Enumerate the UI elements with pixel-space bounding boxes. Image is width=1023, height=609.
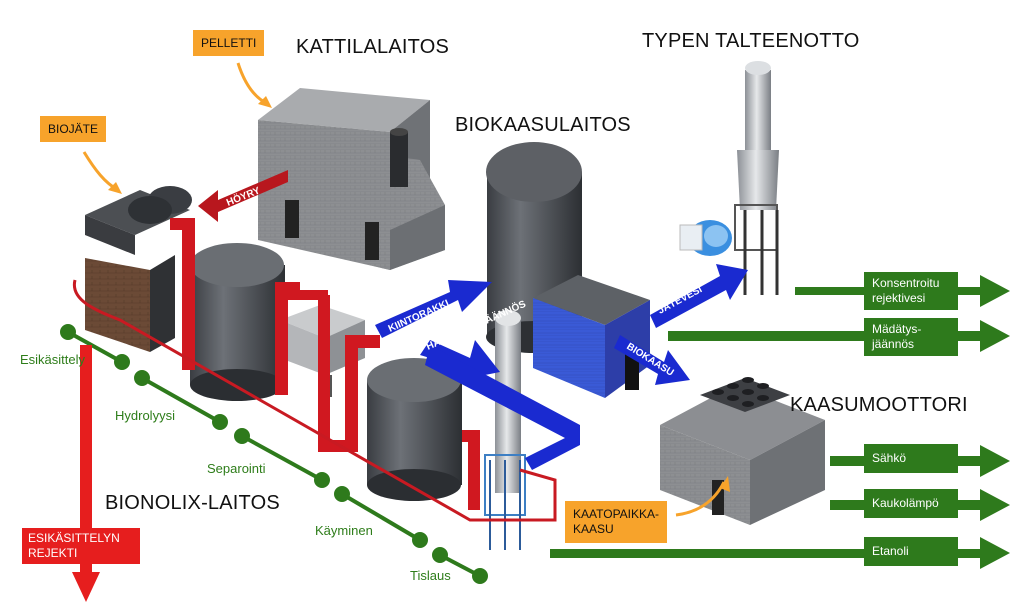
steam-label: HÖYRY <box>224 183 262 208</box>
circulation-loop <box>72 279 557 522</box>
fermentation-tank <box>367 358 462 501</box>
pretreatment-reject-line1: ESIKÄSITTELYN <box>28 531 120 545</box>
title-boiler-plant: KATTILALAITOS <box>296 36 450 58</box>
biogas-building <box>533 275 650 398</box>
output-digestate-line1: Mädätys- <box>872 322 922 336</box>
step-hydrolysis: Hydrolyysi <box>115 408 175 423</box>
boiler-plant <box>258 88 445 270</box>
output-district-heat: Kaukolämpö <box>864 489 958 518</box>
reject-arrow <box>72 345 100 602</box>
input-biowaste: BIOJÄTE <box>40 116 107 142</box>
title-gas-engine: KAASUMOOTTORI <box>790 394 968 416</box>
pretreatment-unit <box>85 186 192 352</box>
title-biogas-plant: BIOKAASULAITOS <box>455 114 631 136</box>
input-pellets: PELLETTI <box>193 30 265 56</box>
blue-flow-arrows <box>375 264 748 470</box>
input-landfill-gas: KAATOPAIKKA- KAASU <box>565 501 668 543</box>
nitrogen-recovery-tower <box>679 61 779 295</box>
steam-piping <box>170 218 480 510</box>
gas-engine-building <box>660 377 825 525</box>
steam-arrow <box>198 170 288 222</box>
output-concentrated-line2: rejektivesi <box>872 291 926 305</box>
output-digestate: Mädätys- jäännös <box>864 318 958 356</box>
output-digestate-line2: jäännös <box>872 337 915 351</box>
step-separation: Separointi <box>207 461 266 476</box>
output-ethanol: Etanoli <box>864 537 958 566</box>
hydrolysis-tank <box>190 243 285 401</box>
output-concentrated-line1: Konsentroitu <box>872 276 940 290</box>
output-electricity: Sähkö <box>864 444 958 473</box>
step-pretreatment: Esikäsittely <box>20 352 86 367</box>
step-distillation: Tislaus <box>410 568 451 583</box>
landfill-gas-line2: KAASU <box>573 522 614 536</box>
process-step-markers <box>60 324 488 584</box>
output-concentrated-reject-water: Konsentroitu rejektivesi <box>864 272 958 310</box>
landfill-gas-line1: KAATOPAIKKA- <box>573 507 660 521</box>
pretreatment-reject-line2: REJEKTI <box>28 546 78 560</box>
title-bionolix-plant: BIONOLIX-LAITOS <box>105 492 280 514</box>
step-fermentation: Käyminen <box>315 523 373 538</box>
title-nitrogen-recovery: TYPEN TALTEENOTTO <box>642 30 860 52</box>
distillation-column <box>484 310 526 550</box>
pretreatment-reject: ESIKÄSITTELYN REJEKTI <box>22 528 140 564</box>
input-pointer-heads <box>108 96 730 492</box>
